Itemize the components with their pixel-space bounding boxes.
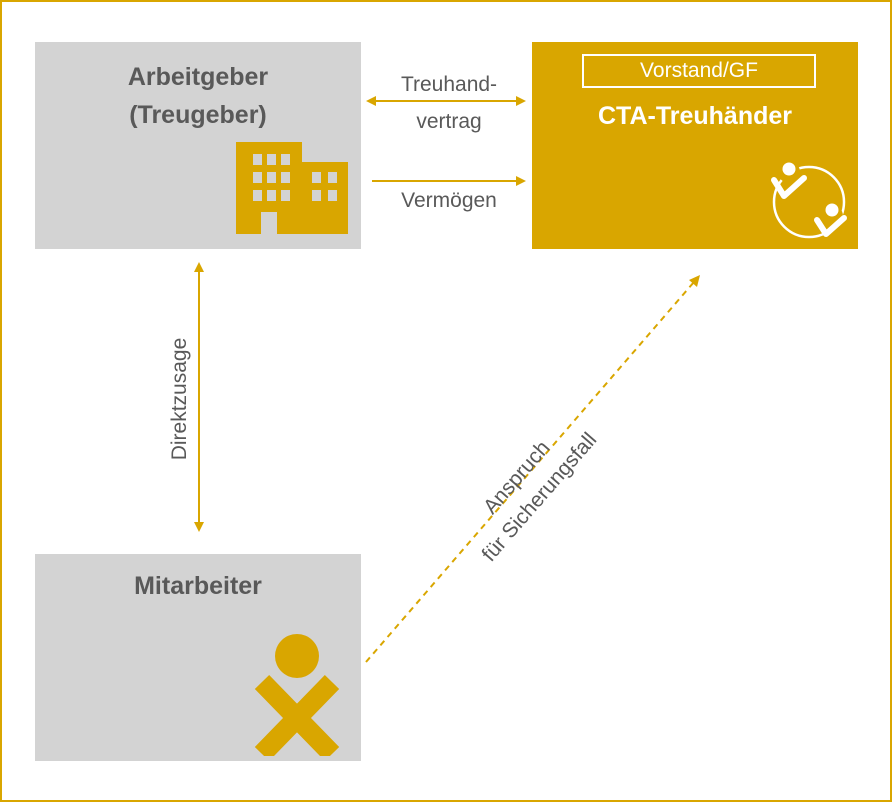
building-icon: [236, 142, 348, 234]
employer-title-line1: Arbeitgeber: [127, 63, 269, 91]
board-tag: Vorstand/GF: [582, 54, 816, 88]
trustee-title: CTA-Treuhänder: [598, 102, 792, 130]
trust-contract-label-line2: vertrag: [416, 110, 482, 133]
trustee-box: Vorstand/GF CTA-Treuhänder: [532, 42, 858, 249]
direct-commitment-label: Direktzusage: [168, 337, 191, 461]
employer-title-line2: (Treugeber): [129, 101, 267, 129]
trust-contract-label-line1: Treuhand-: [400, 73, 498, 96]
circular-people-icon: [771, 161, 847, 239]
employee-box: Mitarbeiter: [35, 554, 361, 761]
employee-title: Mitarbeiter: [134, 572, 262, 600]
employer-box: Arbeitgeber (Treugeber): [35, 42, 361, 249]
person-icon: [254, 634, 340, 756]
assets-label: Vermögen: [401, 189, 497, 212]
claim-arrow: [365, 281, 695, 663]
